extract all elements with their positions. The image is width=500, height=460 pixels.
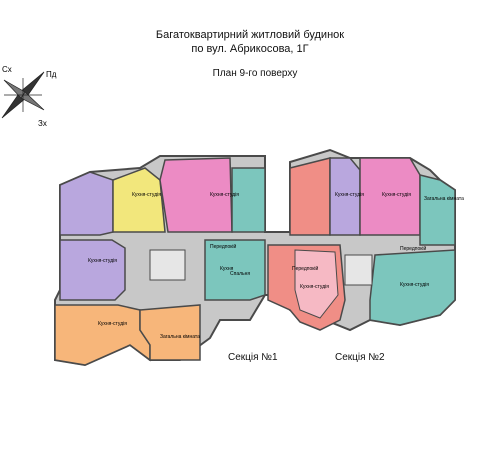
room-label: Кухня-студія — [382, 192, 411, 198]
section-2-label: Секція №2 — [335, 352, 385, 363]
room-label: Кухня-студія — [335, 192, 364, 198]
room-label: Передпокій — [210, 243, 237, 250]
apt-teal-1 — [231, 167, 266, 233]
stairwell-2 — [344, 254, 373, 286]
room-label: Кухня-студія — [210, 192, 239, 198]
room-label: Кухня-студія — [400, 282, 429, 288]
apt-teal-3 — [419, 174, 456, 246]
apt-teal-2 — [204, 239, 266, 301]
room-label: Кухня-студія — [98, 321, 127, 327]
room-label: Кухня-студія — [88, 258, 117, 264]
apt-purple-west — [59, 171, 114, 236]
room-label: Кухня — [220, 266, 234, 272]
apt-salmon-north — [289, 157, 331, 236]
stairwell-1 — [149, 249, 186, 281]
apt-orange — [54, 304, 151, 366]
compass-south-label: Зх — [38, 119, 47, 128]
section-1-label: Секція №1 — [228, 352, 278, 363]
floor-plan-title: План 9-го поверху — [212, 68, 298, 79]
apt-pink-1 — [159, 157, 233, 233]
room-label: Кухня-студія — [132, 192, 161, 198]
apt-yellow — [112, 167, 166, 233]
room-label: Загальна кімната — [160, 334, 200, 340]
room-label: Передпокій — [400, 245, 427, 252]
apt-purple-southwest — [59, 239, 126, 301]
compass-west-label: Сх — [2, 65, 12, 74]
title-line-1: Багатоквартирний житловий будинок — [155, 29, 345, 41]
compass-north-label: Пд — [46, 70, 57, 79]
room-label: Спальня — [230, 271, 250, 277]
apt-teal-4 — [369, 249, 456, 326]
room-label: Кухня-студія — [300, 284, 329, 290]
room-label: Передпокій — [292, 265, 319, 272]
compass-icon — [1, 71, 45, 119]
apt-lightpink — [294, 249, 339, 319]
apt-orange-2 — [139, 304, 201, 361]
title-line-2: по вул. Абрикосова, 1Г — [191, 43, 309, 55]
room-label: Загальна кімната — [424, 196, 464, 202]
